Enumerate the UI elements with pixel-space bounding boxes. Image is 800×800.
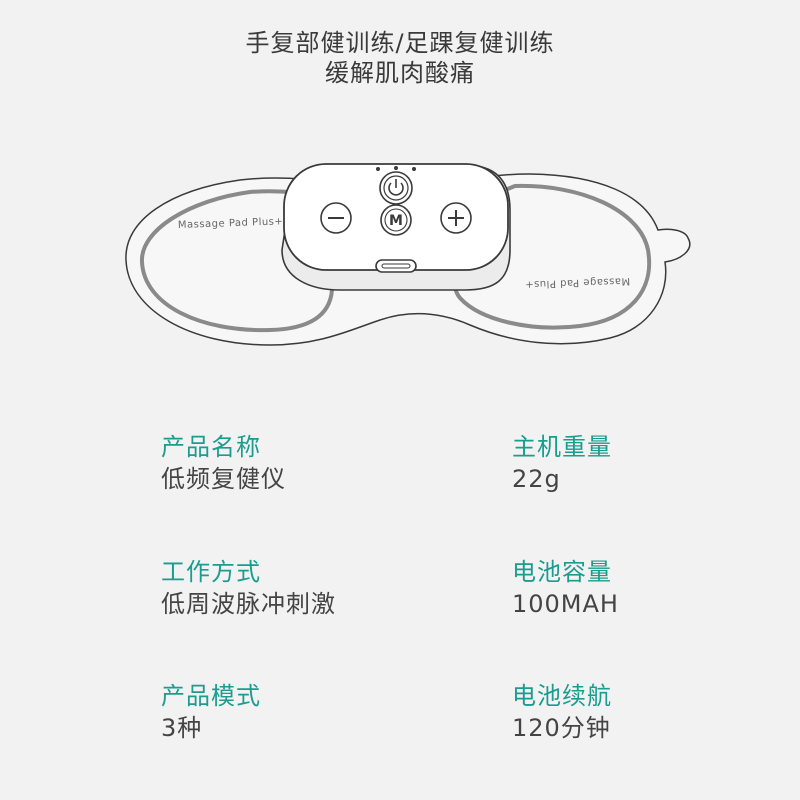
indicator-dot [376,167,380,171]
mode-button-label: M [389,213,403,229]
spec-label: 电池容量 [512,558,612,586]
spec-product-name: 产品名称 低频复健仪 [161,432,421,494]
spec-label: 工作方式 [161,558,261,586]
spec-value: 120分钟 [512,714,611,742]
spec-label: 产品模式 [161,682,261,710]
power-icon [388,182,404,196]
spec-battery-runtime: 电池续航 120分钟 [512,681,772,743]
spec-value: 22g [512,465,561,493]
mode-button: M [380,204,412,236]
charging-port [375,259,417,273]
plus-button [440,202,472,234]
spec-battery-capacity: 电池容量 100MAH [512,557,772,619]
minus-button [320,202,352,234]
massage-pad-illustration: Massage Pad Plus+ Massage Pad Plus+ M [125,163,691,346]
spec-label: 电池续航 [512,682,612,710]
spec-work-mode: 工作方式 低周波脉冲刺激 [161,557,421,619]
power-button [379,171,413,205]
pad-label-right: Massage Pad Plus+ [525,275,631,290]
spec-label: 主机重量 [512,433,612,461]
page-title: 手复部健训练/足踝复健训练 [245,29,555,57]
page-subtitle: 缓解肌肉酸痛 [325,59,475,87]
indicator-dot [394,166,398,170]
spec-product-modes: 产品模式 3种 [161,681,421,743]
indicator-dot [412,167,416,171]
spec-value: 低频复健仪 [161,465,286,493]
spec-value: 100MAH [512,590,619,618]
pad-label-left: Massage Pad Plus+ [178,216,284,231]
spec-value: 低周波脉冲刺激 [161,590,336,618]
spec-label: 产品名称 [161,433,261,461]
spec-host-weight: 主机重量 22g [512,432,772,494]
controller-unit: M [281,163,511,291]
spec-value: 3种 [161,714,203,742]
